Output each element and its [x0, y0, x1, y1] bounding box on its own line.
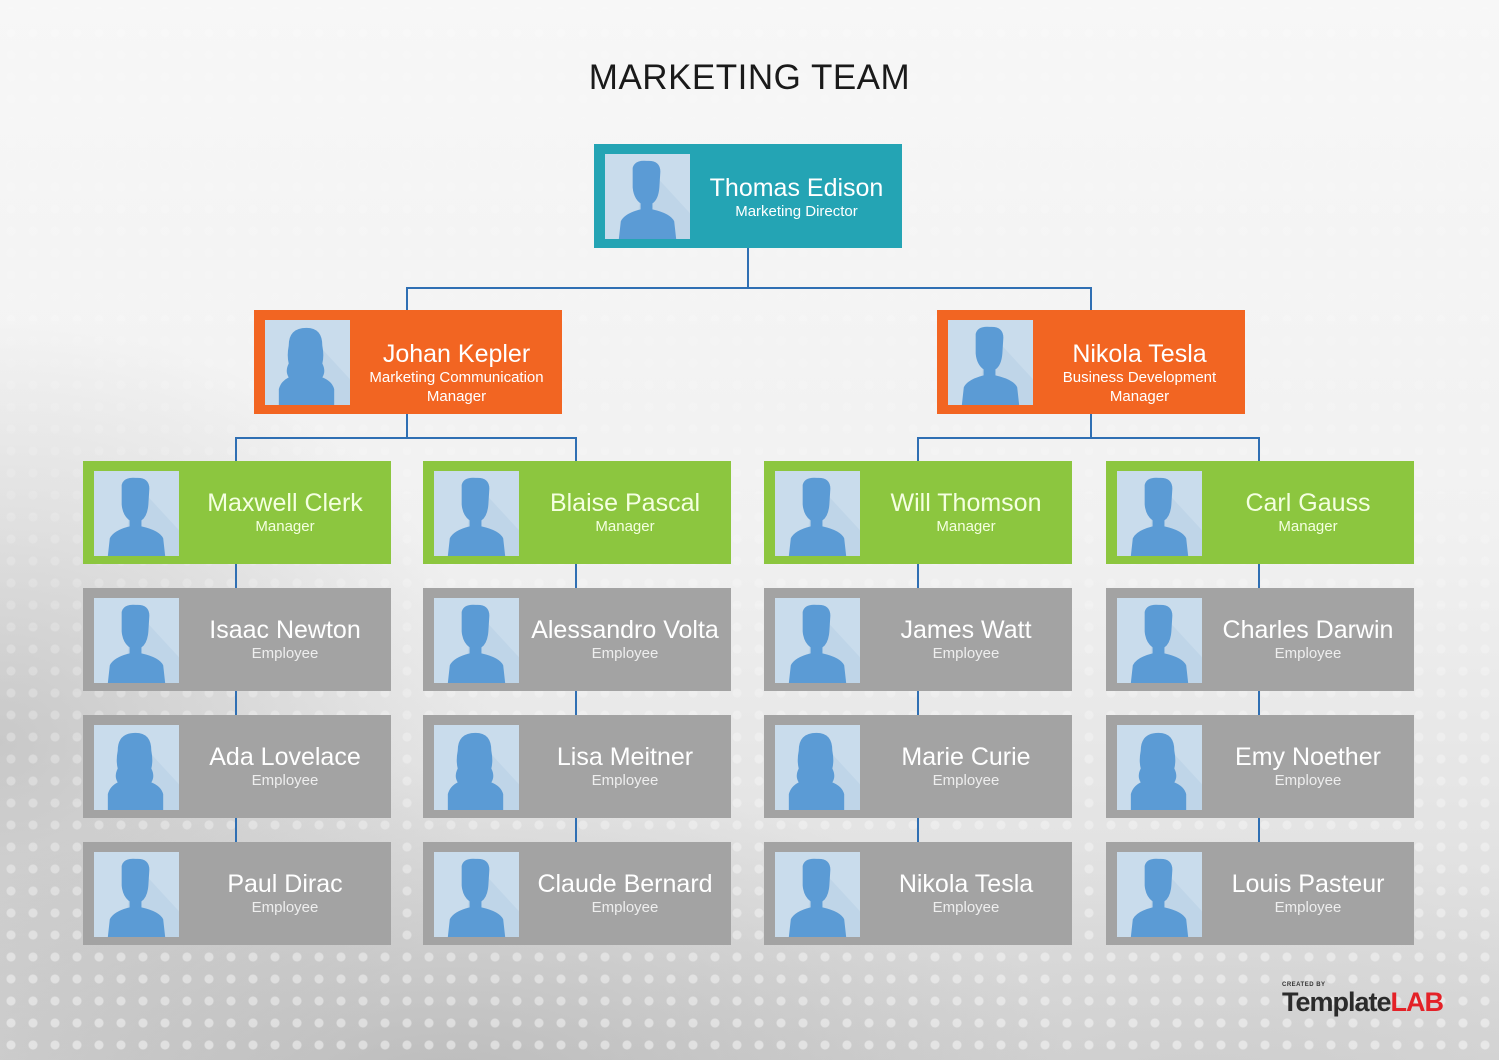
- senior-manager-role: Business Development: [1062, 369, 1217, 386]
- employee-role: Employee: [932, 645, 1000, 662]
- male-silhouette-icon: [948, 320, 1033, 405]
- manager-name: Carl Gauss: [1245, 489, 1371, 517]
- female-silhouette-icon: [775, 725, 860, 810]
- male-silhouette-icon: [434, 852, 519, 937]
- female-silhouette-icon: [94, 725, 179, 810]
- senior-manager-card[interactable]: Johan Kepler Marketing Communication Man…: [254, 310, 562, 414]
- employee-role: Employee: [591, 645, 659, 662]
- logo-created-by: CREATED BY: [1282, 982, 1326, 988]
- senior-manager-name: Nikola Tesla: [1072, 340, 1207, 368]
- male-silhouette-icon: [1117, 852, 1202, 937]
- employee-name: Alessandro Volta: [531, 616, 719, 644]
- male-silhouette-icon: [94, 852, 179, 937]
- employee-name: Ada Lovelace: [209, 743, 361, 771]
- female-silhouette-icon: [265, 320, 350, 405]
- male-silhouette-icon: [434, 471, 519, 556]
- employee-name: Lisa Meitner: [556, 743, 694, 771]
- male-silhouette-icon: [775, 471, 860, 556]
- female-silhouette-icon: [434, 725, 519, 810]
- male-silhouette-icon: [1117, 471, 1202, 556]
- employee-role: Employee: [932, 772, 1000, 789]
- employee-role: Employee: [1274, 645, 1342, 662]
- manager-role: Manager: [255, 518, 315, 535]
- senior-manager-role: Manager: [426, 388, 487, 405]
- director-role: Marketing Director: [735, 203, 858, 220]
- female-silhouette-icon: [1117, 725, 1202, 810]
- employee-role: Employee: [591, 772, 659, 789]
- chart-title: MARKETING TEAM: [588, 58, 911, 97]
- employee-name: Charles Darwin: [1222, 616, 1394, 644]
- male-silhouette-icon: [94, 471, 179, 556]
- male-silhouette-icon: [775, 852, 860, 937]
- senior-manager-card[interactable]: Nikola Tesla Business Development Manage…: [937, 310, 1245, 414]
- male-silhouette-icon: [605, 154, 690, 239]
- manager-role: Manager: [595, 518, 655, 535]
- employee-role: Employee: [932, 899, 1000, 916]
- director-name: Thomas Edison: [709, 174, 884, 202]
- manager-name: Blaise Pascal: [549, 489, 701, 517]
- employee-name: Louis Pasteur: [1231, 870, 1385, 898]
- male-silhouette-icon: [775, 598, 860, 683]
- manager-name: Will Thomson: [890, 489, 1042, 517]
- director-card[interactable]: Thomas Edison Marketing Director: [594, 144, 902, 248]
- employee-role: Employee: [591, 899, 659, 916]
- logo-brand-lab: LAB: [1390, 987, 1444, 1017]
- logo-brand-template: Template: [1282, 987, 1392, 1017]
- senior-manager-role: Manager: [1109, 388, 1170, 405]
- employee-name: Isaac Newton: [209, 616, 361, 644]
- employee-name: Emy Noether: [1235, 743, 1381, 771]
- employee-name: James Watt: [900, 616, 1032, 644]
- employee-role: Employee: [251, 772, 319, 789]
- male-silhouette-icon: [1117, 598, 1202, 683]
- employee-role: Employee: [251, 899, 319, 916]
- male-silhouette-icon: [94, 598, 179, 683]
- manager-role: Manager: [936, 518, 996, 535]
- employee-name: Claude Bernard: [537, 870, 713, 898]
- employee-name: Paul Dirac: [227, 870, 343, 898]
- templatelab-logo: CREATED BY TemplateLAB: [1282, 982, 1444, 1017]
- employee-name: Marie Curie: [901, 743, 1031, 771]
- employee-role: Employee: [1274, 899, 1342, 916]
- senior-manager-role: Marketing Communication: [369, 369, 544, 386]
- employee-role: Employee: [1274, 772, 1342, 789]
- manager-name: Maxwell Clerk: [207, 489, 363, 517]
- manager-role: Manager: [1278, 518, 1338, 535]
- employee-name: Nikola Tesla: [898, 870, 1034, 898]
- employee-role: Employee: [251, 645, 319, 662]
- male-silhouette-icon: [434, 598, 519, 683]
- senior-manager-name: Johan Kepler: [382, 340, 531, 368]
